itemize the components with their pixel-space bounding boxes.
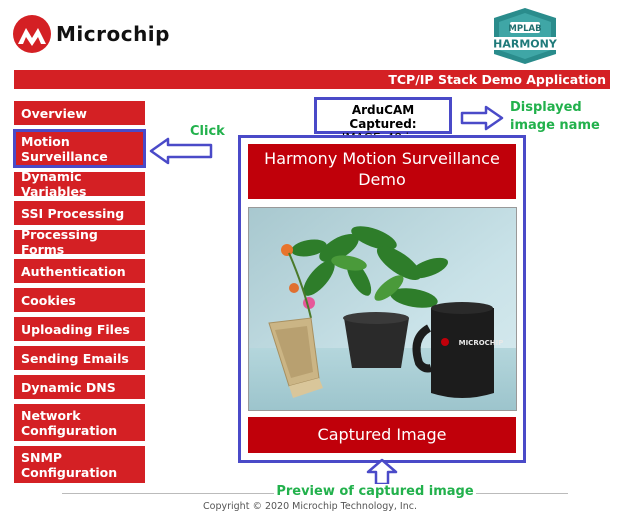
- nav-item-cookies[interactable]: Cookies: [14, 288, 145, 312]
- nav-item-snmp-configuration[interactable]: SNMP Configuration: [14, 446, 145, 483]
- nav-item-label: Motion Surveillance: [21, 133, 108, 164]
- nav-item-network-configuration[interactable]: Network Configuration: [14, 404, 145, 441]
- mplab-harmony-logo-icon: MPLAB HARMONY: [486, 8, 564, 64]
- nav-item-uploading-files[interactable]: Uploading Files: [14, 317, 145, 341]
- nav-item-authentication[interactable]: Authentication: [14, 259, 145, 283]
- page-banner: TCP/IP Stack Demo Application: [14, 70, 610, 89]
- nav-item-processing-forms[interactable]: Processing Forms: [14, 227, 145, 257]
- nav-item-label: Overview: [21, 105, 87, 121]
- nav-item-label: Uploading Files: [21, 321, 130, 337]
- nav-item-motion-surveillance[interactable]: Motion Surveillance: [13, 129, 146, 168]
- microchip-logo-icon: [13, 15, 51, 53]
- sidebar-nav: Overview Motion Surveillance Dynamic Var…: [13, 101, 146, 488]
- captured-photo: MICROCHIP: [249, 208, 516, 410]
- nav-item-label: Dynamic DNS: [21, 379, 116, 395]
- nav-item-label: Sending Emails: [21, 350, 129, 366]
- nav-item-sending-emails[interactable]: Sending Emails: [14, 346, 145, 370]
- captured-image: MICROCHIP: [248, 207, 517, 411]
- harmony-logo-line2: HARMONY: [493, 38, 558, 51]
- copyright: Copyright © 2020 Microchip Technology, I…: [203, 501, 417, 512]
- brand-name: Microchip: [56, 22, 170, 46]
- preview-annotation-text: Preview of captured image: [274, 484, 476, 499]
- preview-annotation: Preview of captured image: [0, 484, 620, 499]
- demo-caption: Captured Image: [248, 417, 516, 453]
- nav-item-dynamic-dns[interactable]: Dynamic DNS: [14, 375, 145, 399]
- demo-title: Harmony Motion Surveillance Demo: [248, 144, 516, 199]
- microchip-logo: Microchip: [12, 14, 170, 54]
- captured-filename-box: ArduCAM Captured: IMAGE_48.jpg: [314, 97, 452, 145]
- harmony-logo-line1: MPLAB: [508, 24, 541, 34]
- click-annotation: Click: [190, 124, 225, 139]
- mug-logo: MICROCHIP: [459, 339, 504, 347]
- nav-item-label: SSI Processing: [21, 205, 125, 221]
- nav-item-label: Cookies: [21, 292, 76, 308]
- nav-item-label: SNMP Configuration: [21, 449, 118, 480]
- nav-item-label: Processing Forms: [21, 227, 98, 257]
- nav-item-label: Network Configuration: [21, 407, 118, 438]
- nav-item-dynamic-variables[interactable]: Dynamic Variables: [14, 169, 145, 199]
- nav-item-label: Authentication: [21, 263, 126, 279]
- nav-item-label: Dynamic Variables: [21, 169, 87, 199]
- displayed-name-annotation: Displayed image name: [510, 100, 600, 133]
- captured-title: ArduCAM Captured:: [349, 103, 417, 131]
- nav-item-overview[interactable]: Overview: [14, 101, 145, 125]
- left-arrow-icon: [149, 137, 213, 165]
- right-arrow-icon: [460, 105, 504, 131]
- nav-item-ssi-processing[interactable]: SSI Processing: [14, 201, 145, 225]
- banner-title: TCP/IP Stack Demo Application: [388, 72, 606, 87]
- up-arrow-icon: [366, 458, 398, 486]
